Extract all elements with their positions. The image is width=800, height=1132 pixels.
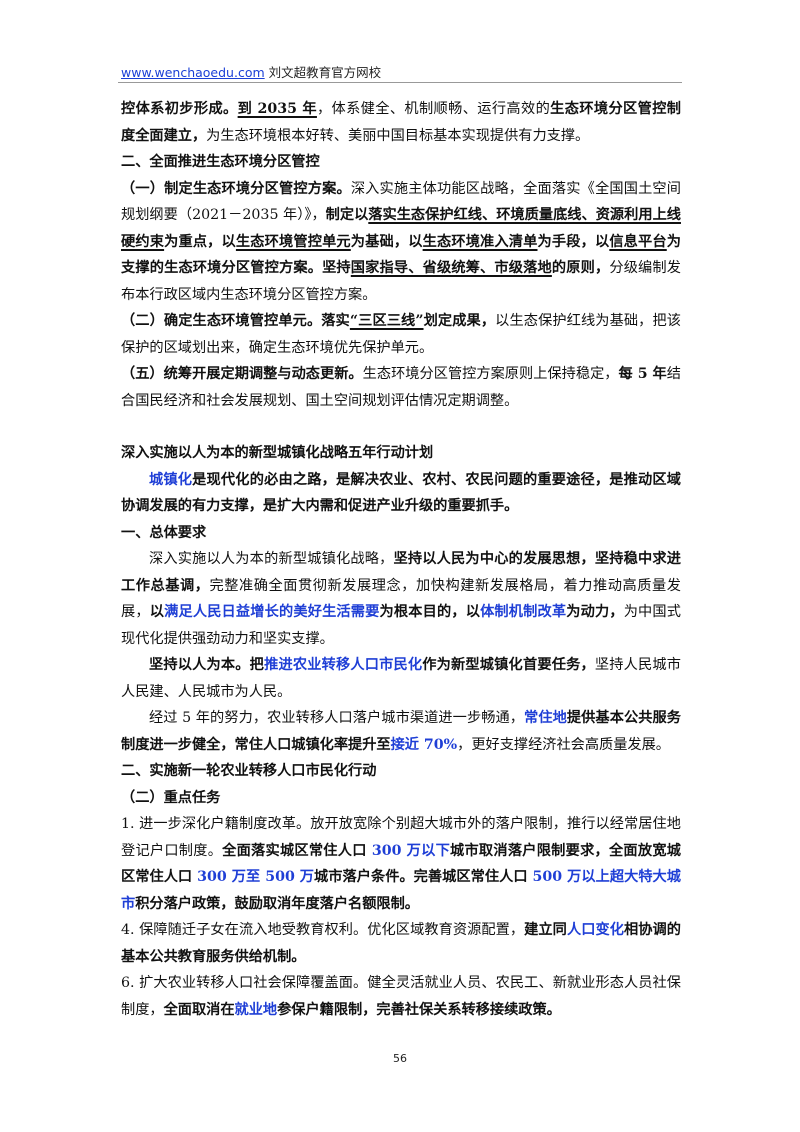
text-run: 积分落户政策，鼓励取消年度落户名额限制。 xyxy=(135,895,419,912)
text-run: 1. 进一步深化户籍制度改革。放开放宽除个别超大城市外的落户限制，推行以经常居住… xyxy=(121,816,681,859)
text-run: 控体系初步形成。 xyxy=(121,101,238,117)
text-run: 4. 保障随迁子女在流入地受教育权利。优化区域教育资源配置， xyxy=(121,922,525,938)
text-run: 坚持以人为本。把 xyxy=(149,657,265,673)
page-content: 控体系初步形成。到 2035 年，体系健全、机制顺畅、运行高效的生态环境分区管控… xyxy=(121,96,681,1023)
text-run: 6. 扩大农业转移人口社会保障覆盖面。健全灵活就业人员、农民工、新就业形态人员社… xyxy=(121,975,681,1018)
text-run: 划定成果， xyxy=(423,313,496,329)
text-run: 为支撑的生态环境分区管控方案。坚持 xyxy=(121,233,681,277)
text-run: 500 万以上超大特大城市 xyxy=(121,869,681,912)
text-run: 坚持以人民为中心的发展思想，坚持稳中求进工作总基调， xyxy=(121,551,681,594)
paragraph: （五）统筹开展定期调整与动态更新。生态环境分区管控方案原则上保持稳定，每 5 年… xyxy=(121,361,681,414)
text-run: 到 2035 年 xyxy=(237,101,317,117)
text-run: 坚持人民城市人民建、人民城市为人民。 xyxy=(121,657,681,700)
subsection-heading: （二）重点任务 xyxy=(121,789,221,806)
paragraph: 4. 保障随迁子女在流入地受教育权利。优化区域教育资源配置，建立同人口变化相协调… xyxy=(121,917,681,970)
text-run: 完整准确全面贯彻新发展理念，加快构建新发展格局，着力推动高质量发展， xyxy=(121,577,681,621)
text-run: 就业地 xyxy=(234,1001,278,1018)
text-run: 以 xyxy=(149,604,165,620)
text-run: 300 万以下 xyxy=(371,842,451,859)
text-run: 为动力， xyxy=(566,604,624,620)
text-run: 城市取消落户限制要求，全面放宽城区常住人口 xyxy=(121,842,681,886)
text-run: 分级编制发布本行政区域内生态环境分区管控方案。 xyxy=(121,260,681,303)
text-run: 体制机制改革 xyxy=(480,604,567,620)
text-run: 300 万至 500 万 xyxy=(197,869,315,885)
text-run: 的原则， xyxy=(551,260,610,276)
text-run: 接近 70% xyxy=(390,736,458,753)
text-run: 结合国民经济和社会发展规划、国土空间规划评估情况定期调整。 xyxy=(121,366,681,409)
text-run: 生态环境准入清单 xyxy=(422,233,538,250)
text-run: 为生态环境根本好转、美丽中国目标基本实现提供有力支撑。 xyxy=(206,127,590,144)
text-run: 生态环境分区管控方案原则上保持稳定， xyxy=(362,366,619,382)
text-run: 制定以 xyxy=(325,207,369,223)
text-run: 城市落户条件。完善城区常住人口 xyxy=(314,869,533,885)
text-run: ， xyxy=(457,736,472,753)
text-run: 是现代化的必由之路，是解决农业、农村、农民问题的重要途径，是推动区域协调发展的有… xyxy=(121,471,681,515)
text-run: 生态环境管控单元 xyxy=(235,233,351,250)
section-heading: 二、实施新一轮农业转移人口市民化行动 xyxy=(121,763,377,779)
header-rule xyxy=(118,82,682,83)
text-run: 全面取消在 xyxy=(163,1001,235,1018)
text-run: 每 5 年 xyxy=(618,366,667,382)
page-number: 56 xyxy=(393,1052,407,1065)
paragraph: 6. 扩大农业转移人口社会保障覆盖面。健全灵活就业人员、农民工、新就业形态人员社… xyxy=(121,970,681,1023)
document-title: 深入实施以人为本的新型城镇化战略五年行动计划 xyxy=(121,445,434,461)
text-run: 参保户籍限制，完善社保关系转移接续政策。 xyxy=(277,1001,561,1018)
text-run: 常住地 xyxy=(524,710,567,726)
site-link[interactable]: www.wenchaoedu.com xyxy=(121,65,265,80)
text-run: 信息平台 xyxy=(609,233,667,250)
text-run: 相协调的基本公共教育服务供给机制。 xyxy=(121,922,681,965)
text-run: （五）统筹开展定期调整与动态更新。 xyxy=(121,366,363,382)
text-run: 人口变化 xyxy=(566,922,624,938)
site-org: 刘文超教育官方网校 xyxy=(264,65,382,80)
page-header: www.wenchaoedu.com 刘文超教育官方网校 xyxy=(121,62,381,81)
text-run: 为手段，以 xyxy=(537,233,610,250)
text-run: 建立同 xyxy=(524,922,567,938)
text-run: 为中国式现代化提供强劲动力和坚实支撑。 xyxy=(121,604,681,647)
text-run: “三区三线” xyxy=(349,313,424,329)
text-run: 作为新型城镇化首要任务， xyxy=(422,657,595,673)
text-run: 为基础，以 xyxy=(350,233,423,250)
text-run: 落实生态保护红线、环境质量底线、资源利用上线硬约束 xyxy=(121,207,681,250)
text-run: 为重点，以 xyxy=(164,233,236,250)
text-run: 深入实施以人为本的新型城镇化战略， xyxy=(149,551,394,567)
text-run: 国家指导、省级统筹、市级落地 xyxy=(350,260,552,276)
paragraph: 深入实施以人为本的新型城镇化战略，坚持以人民为中心的发展思想，坚持稳中求进工作总… xyxy=(121,546,681,652)
paragraph: 1. 进一步深化户籍制度改革。放开放宽除个别超大城市外的落户限制，推行以经常居住… xyxy=(121,811,681,917)
section-heading: 一、总体要求 xyxy=(121,524,207,541)
paragraph: 城镇化是现代化的必由之路，是解决农业、农村、农民问题的重要途径，是推动区域协调发… xyxy=(121,467,681,520)
text-run: ，体系健全、机制顺畅、运行高效的 xyxy=(316,101,551,117)
paragraph: 经过 5 年的努力，农业转移人口落户城市渠道进一步畅通，常住地提供基本公共服务制… xyxy=(121,705,681,758)
text-run: 生态环境分区管控制度全面建立， xyxy=(121,101,681,144)
paragraph: （二）确定生态环境管控单元。落实“三区三线”划定成果，以生态保护红线为基础，把该… xyxy=(121,308,681,361)
text-run: （二）确定生态环境管控单元。落实 xyxy=(121,313,350,329)
text-run: 城镇化 xyxy=(149,471,193,488)
text-run: 提供基本公共服务制度进一步健全，常住人口城镇化率提升至 xyxy=(121,710,681,753)
text-run: 满足人民日益增长的美好生活需要 xyxy=(164,604,380,620)
text-run: 更好支撑经济社会高质量发展。 xyxy=(471,736,670,753)
text-run: 以生态保护红线为基础，把该保护的区域划出来，确定生态环境优先保护单元。 xyxy=(121,313,681,356)
section-heading: 二、全面推进生态环境分区管控 xyxy=(121,154,320,170)
text-run: 为根本目的，以 xyxy=(379,604,481,620)
text-run: （一）制定生态环境分区管控方案。 xyxy=(121,180,351,197)
text-run: 推进农业转移人口市民化 xyxy=(264,657,423,673)
paragraph: 控体系初步形成。到 2035 年，体系健全、机制顺畅、运行高效的生态环境分区管控… xyxy=(121,96,681,149)
text-run: 经过 5 年的努力，农业转移人口落户城市渠道进一步畅通， xyxy=(149,710,525,726)
text-run: 深入实施主体功能区战略，全面落实《全国国土空间规划纲要（2021－2035 年）… xyxy=(121,180,681,224)
paragraph: （一）制定生态环境分区管控方案。深入实施主体功能区战略，全面落实《全国国土空间规… xyxy=(121,176,681,309)
text-run: 全面落实城区常住人口 xyxy=(222,842,372,859)
paragraph: 坚持以人为本。把推进农业转移人口市民化作为新型城镇化首要任务，坚持人民城市人民建… xyxy=(121,652,681,705)
